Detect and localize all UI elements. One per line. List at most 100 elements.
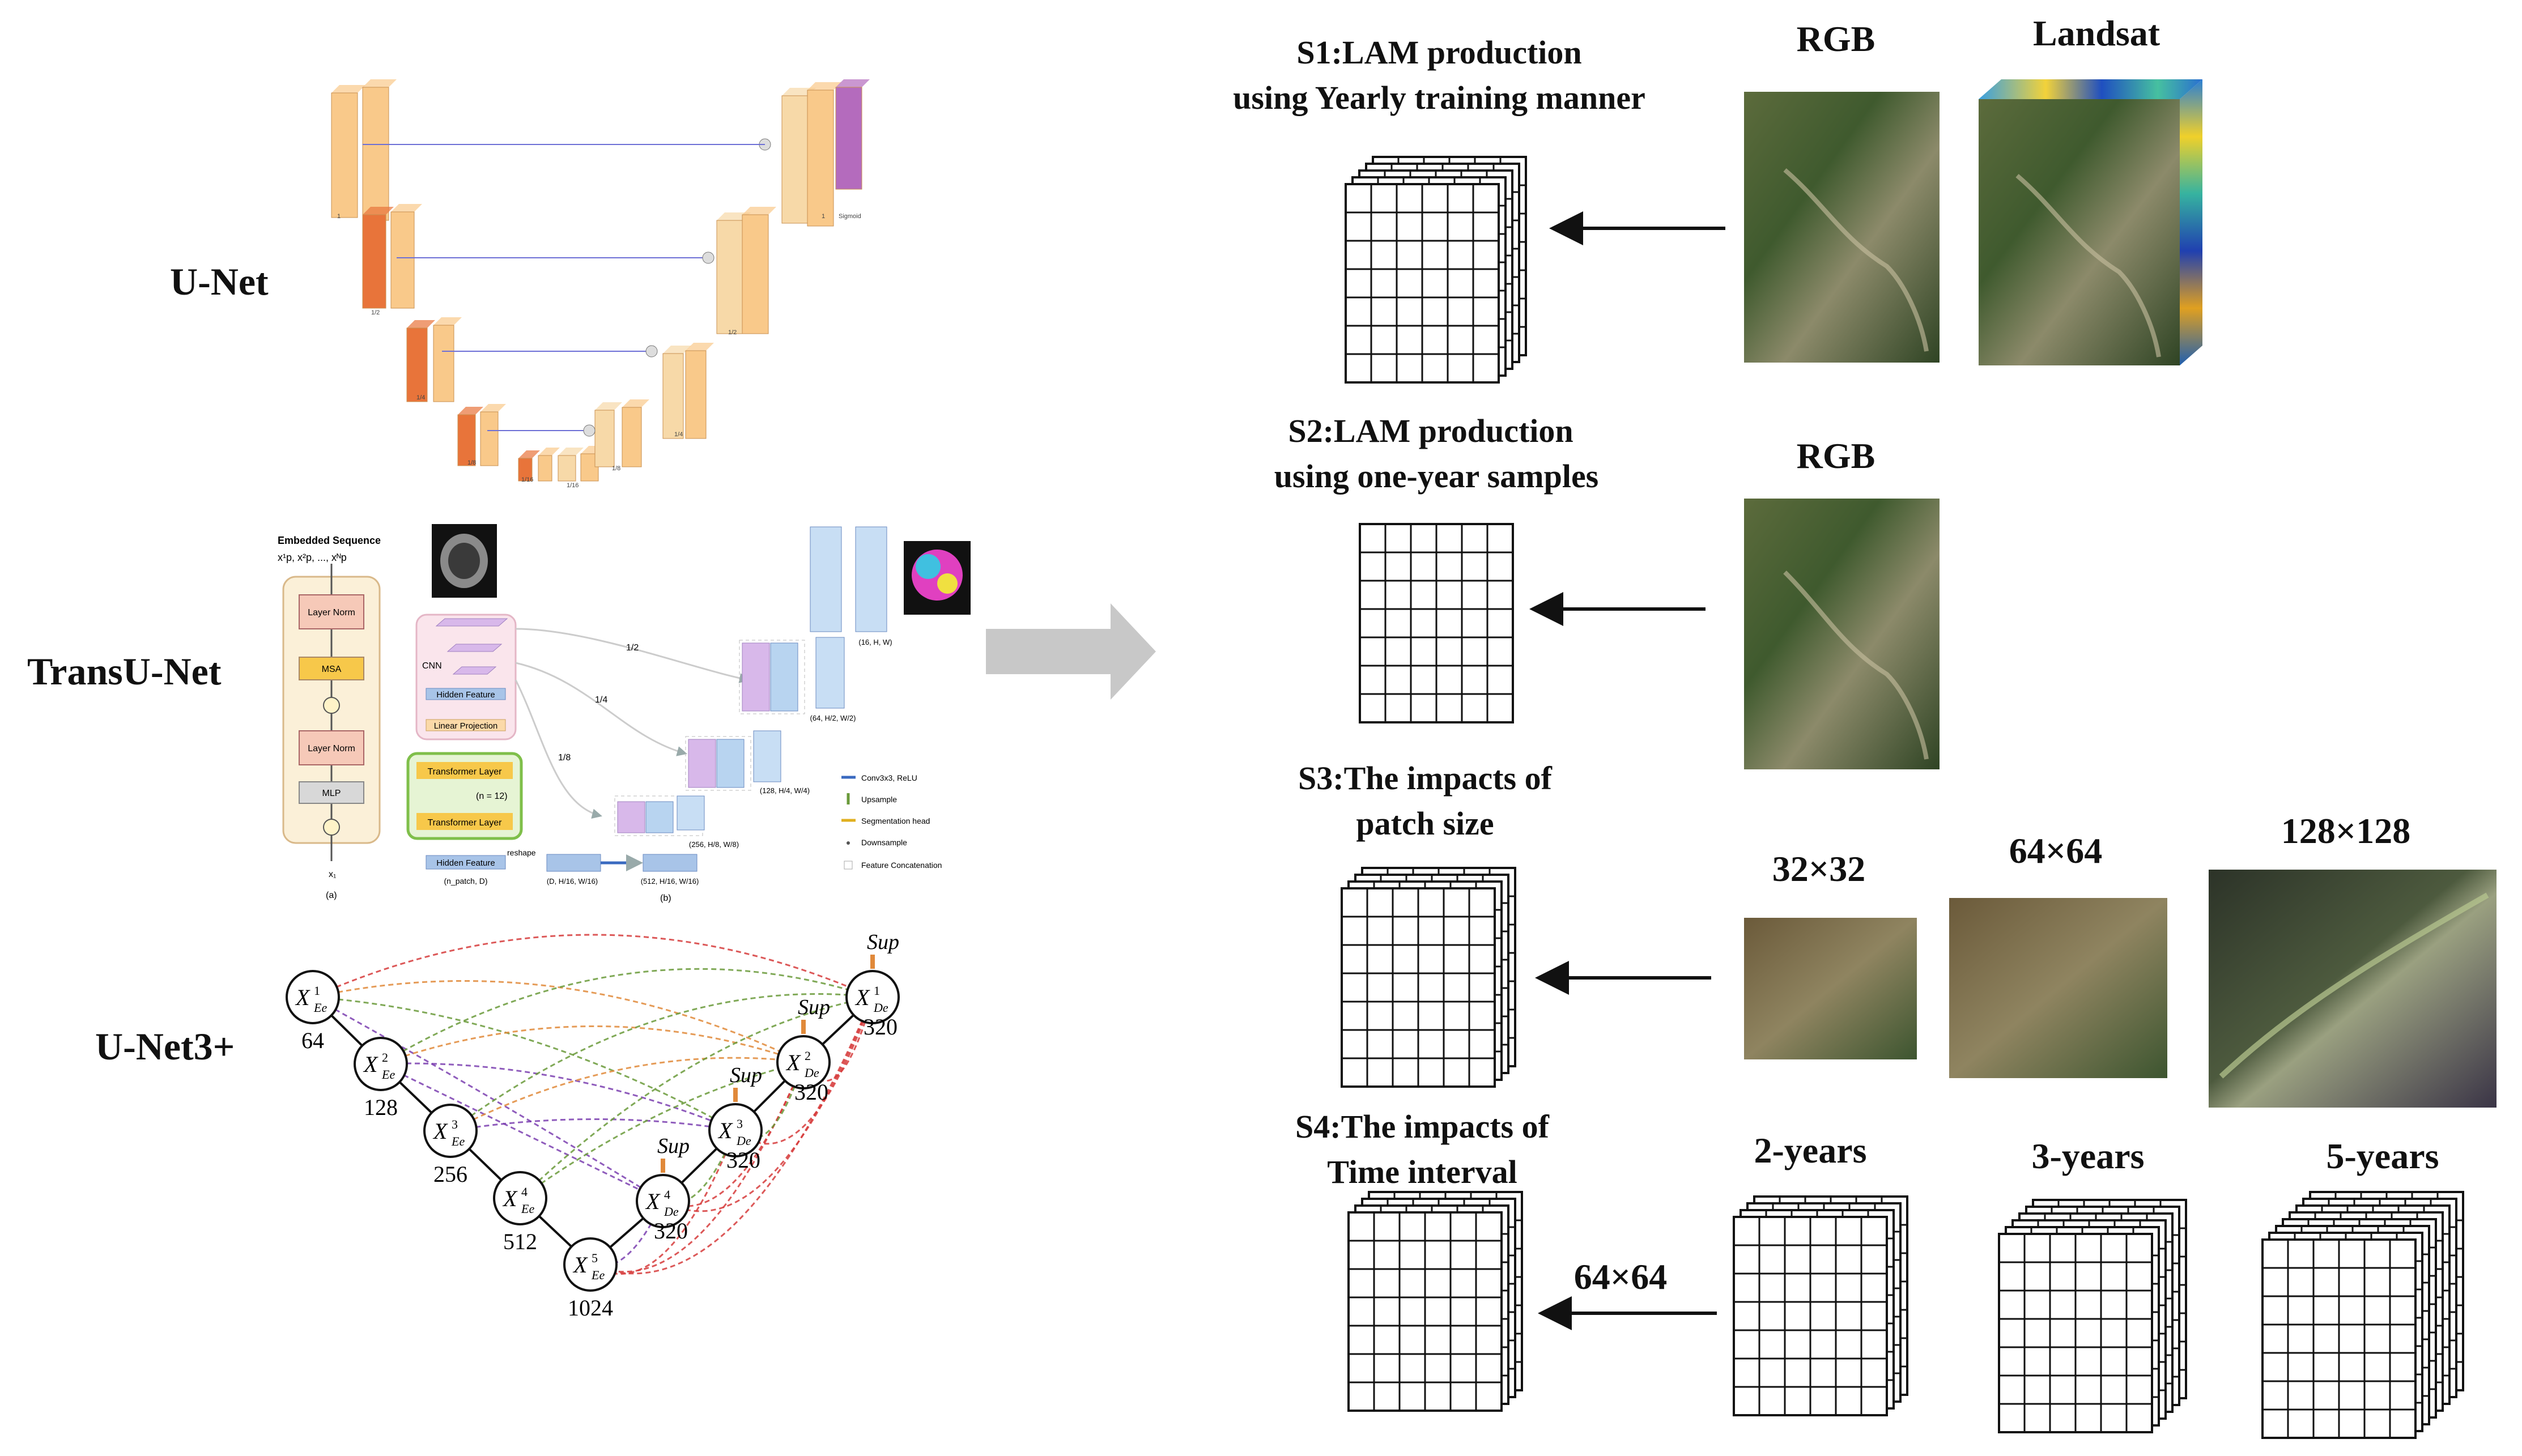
svg-text:X: X — [717, 1118, 733, 1143]
svg-text:2: 2 — [805, 1049, 811, 1063]
svg-text:X: X — [295, 985, 311, 1010]
unet3-skip-curve — [312, 934, 873, 998]
unet-feature-block — [480, 404, 506, 466]
dim-label-2: (512, H/16, W/16) — [641, 877, 699, 885]
unet-feature-block — [457, 407, 483, 466]
svg-text:X: X — [572, 1252, 588, 1278]
unet3-channel-label: 1024 — [568, 1295, 613, 1321]
s4-3years-stack — [1998, 1199, 2187, 1433]
unet-feature-block — [558, 448, 584, 482]
patch-grid-layer — [1341, 887, 1496, 1088]
unet3-channel-label: 320 — [726, 1147, 760, 1173]
unet-concat-node — [583, 424, 596, 437]
s4-arrow-label: 64×64 — [1574, 1257, 1667, 1297]
dim-label-4: (128, H/4, W/4) — [760, 786, 810, 795]
svg-text:Ee: Ee — [313, 1001, 327, 1015]
layer-norm-block-2 — [299, 730, 364, 765]
unet3-channel-label: 320 — [794, 1079, 828, 1105]
dim-label-3: (256, H/8, W/8) — [689, 840, 739, 849]
unet-level-label: 1/4 — [416, 394, 425, 401]
s4-interval-label-2: 2-years — [1754, 1130, 1866, 1170]
unet-level-label: 1/8 — [467, 459, 476, 466]
s1-title-line-2: using Yearly training manner — [1233, 79, 1645, 116]
mlp-block — [299, 781, 364, 804]
s3-title-line-2: patch size — [1356, 805, 1494, 842]
add-node-2 — [323, 819, 340, 836]
s3-section: S3:The impacts of patch size 32×32 64×64… — [1298, 760, 2497, 1108]
patch-grid-layer — [1359, 523, 1514, 723]
s3-patch-stack — [1341, 867, 1516, 1088]
transformer-layer-bottom: Transformer Layer — [428, 818, 503, 828]
unet3-skip-curve — [380, 968, 873, 1065]
s1-title-line-1: S1:LAM production — [1296, 34, 1581, 71]
mlp-label: MLP — [322, 789, 341, 798]
s4-section: S4:The impacts of Time interval 64×64 2-… — [1295, 1108, 2464, 1439]
svg-text:3: 3 — [452, 1117, 458, 1131]
legend-conv: Conv3x3, ReLU — [861, 773, 917, 782]
unet3-channel-label: 320 — [864, 1014, 898, 1040]
legend-segmentation-head: Segmentation head — [861, 816, 930, 825]
unet-level-label: 1/2 — [728, 329, 737, 336]
unet-concat-node — [702, 252, 715, 264]
unet3-channel-label: 512 — [503, 1229, 537, 1254]
unet-feature-block — [406, 320, 435, 402]
unet3-sup-label: Sup — [657, 1134, 690, 1158]
hidden-feature-top: Hidden Feature — [436, 690, 495, 700]
s2-title-line-2: using one-year samples — [1274, 458, 1599, 495]
patch-grid-layer — [1733, 1216, 1888, 1416]
sub-a-label: (a) — [326, 891, 337, 900]
unet3plus-title: U-Net3+ — [95, 1025, 235, 1068]
dim-label-5: (64, H/2, W/2) — [810, 714, 856, 722]
transformer-layer-top: Transformer Layer — [428, 767, 503, 777]
svg-text:2: 2 — [382, 1050, 388, 1065]
s4-interval-label-5: 5-years — [2326, 1136, 2439, 1176]
unet-level-label: 1/2 — [371, 309, 380, 316]
s4-interval-label-3: 3-years — [2031, 1136, 2144, 1176]
dim-label-6: (16, H, W) — [858, 638, 892, 646]
unet3-sup-label: Sup — [730, 1063, 762, 1087]
s3-title-line-1: S3:The impacts of — [1298, 760, 1553, 797]
svg-text:Ee: Ee — [521, 1202, 534, 1216]
decoder-feature-maps: (D, H/16, W/16) (512, H/16, W/16) (256, … — [546, 526, 892, 885]
s3-size-label-64: 64×64 — [2009, 831, 2102, 871]
patch-dim-label: (n_patch, D) — [444, 876, 487, 885]
unet-level-label: 1 — [337, 213, 341, 220]
unet-feature-block — [835, 79, 870, 190]
sequence-symbols: x¹p, x²p, ..., xᴺp — [278, 552, 347, 563]
unet-feature-block — [518, 450, 540, 482]
unet3-channel-label: 128 — [364, 1095, 398, 1120]
s1-section: S1:LAM production using Yearly training … — [1233, 13, 2202, 384]
unet3-sup-label: Sup — [867, 930, 899, 954]
patch-grid-layer — [1347, 1211, 1503, 1412]
unet3-channel-label: 320 — [654, 1218, 688, 1244]
transition-arrow — [986, 603, 1156, 700]
s2-patch-grid — [1359, 523, 1514, 723]
unet-feature-block — [390, 204, 422, 309]
legend-upsample: Upsample — [861, 795, 897, 804]
unet-level-label: 1 — [822, 213, 825, 220]
unet-feature-block — [331, 85, 365, 218]
unet-output-label: Sigmoid — [839, 213, 861, 220]
unet3-skip-curve — [520, 1061, 804, 1199]
unet3-skip-curve — [380, 1063, 664, 1202]
svg-text:De: De — [804, 1066, 819, 1080]
patch-grid-layer — [1998, 1233, 2153, 1433]
s1-patch-stack — [1345, 156, 1527, 384]
s4-title-line-1: S4:The impacts of — [1295, 1108, 1550, 1145]
s3-patch-64-image — [1949, 898, 2167, 1078]
unet-level-label: 1/16 — [567, 482, 579, 489]
dim-label-1: (D, H/16, W/16) — [547, 877, 598, 885]
unet-feature-block — [362, 207, 394, 309]
svg-text:Ee: Ee — [591, 1268, 605, 1282]
legend-downsample: Downsample — [861, 838, 907, 847]
unet3-skip-curve — [380, 1025, 804, 1065]
unet-feature-block — [362, 79, 397, 221]
legend-concatenation: Feature Concatenation — [861, 861, 942, 870]
layer-norm-label: Layer Norm — [308, 608, 355, 618]
